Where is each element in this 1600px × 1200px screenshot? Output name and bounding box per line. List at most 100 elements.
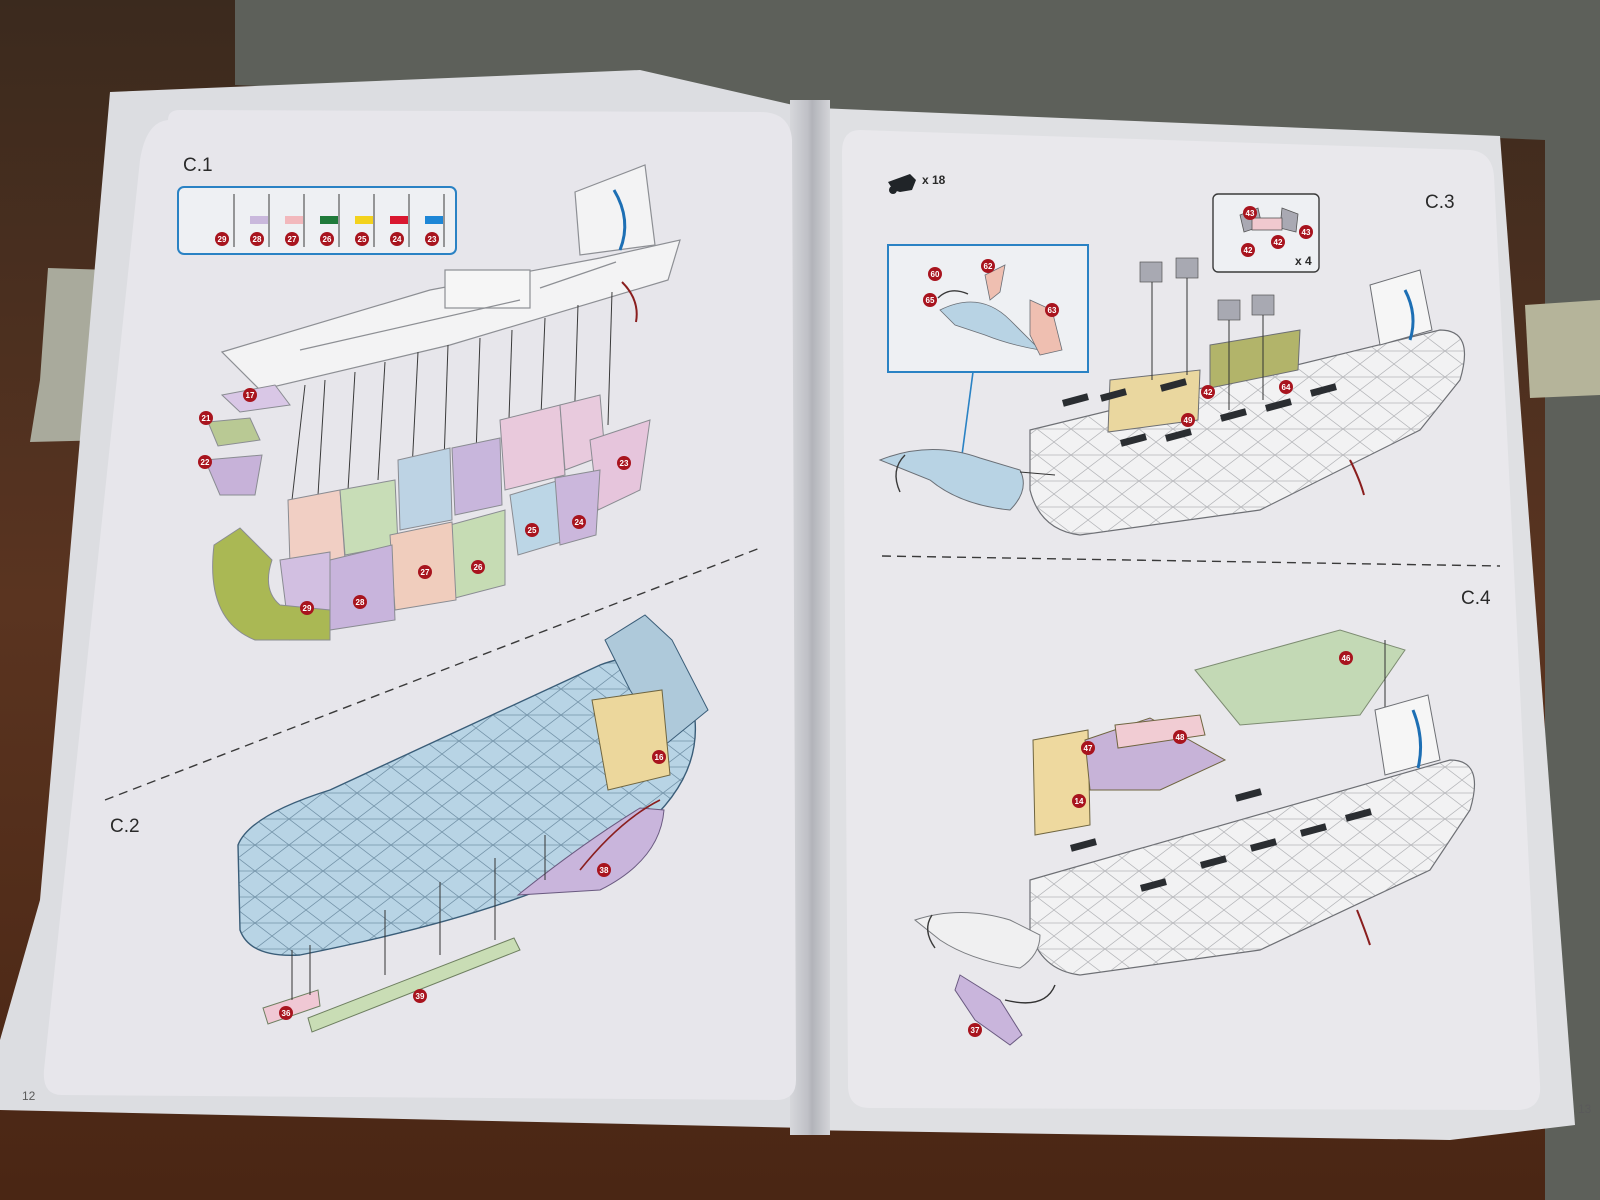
svg-text:27: 27 xyxy=(421,568,430,577)
svg-text:24: 24 xyxy=(575,518,584,527)
c3-hull xyxy=(1029,269,1466,536)
carriage-part-badge: 42 xyxy=(1271,235,1285,249)
c3-guide-lines xyxy=(1151,278,1264,410)
c1-part-badge: 28 xyxy=(353,595,367,609)
left-separator xyxy=(104,547,761,801)
step-label-c3: C.3 xyxy=(1425,192,1455,213)
svg-text:25: 25 xyxy=(358,235,367,244)
svg-text:37: 37 xyxy=(971,1026,980,1035)
page-number-left: 12 xyxy=(22,1089,36,1103)
carriage-part-badge: 43 xyxy=(1243,206,1257,220)
c1-red-wire xyxy=(621,281,638,323)
legend-swatch xyxy=(250,216,268,224)
c4-wire xyxy=(1004,984,1056,1004)
svg-text:38: 38 xyxy=(600,866,609,875)
c1-deck xyxy=(220,164,681,391)
c1-blue-cord xyxy=(612,189,627,251)
svg-text:64: 64 xyxy=(1282,383,1291,392)
svg-text:62: 62 xyxy=(984,262,993,271)
c1-part-badge: 21 xyxy=(199,411,213,425)
c1-part-badge: 17 xyxy=(243,388,257,402)
svg-text:60: 60 xyxy=(931,270,940,279)
c4-part-badge: 47 xyxy=(1081,741,1095,755)
legend-part-badge: 27 xyxy=(285,232,299,246)
figurehead-part-badge: 65 xyxy=(923,293,937,307)
svg-text:42: 42 xyxy=(1244,246,1253,255)
legend-part-badge: 28 xyxy=(250,232,264,246)
step-label-c2: C.2 xyxy=(110,816,140,837)
color-legend-box xyxy=(177,186,457,255)
c4-part-badge: 37 xyxy=(968,1023,982,1037)
carriage-part-badge: 43 xyxy=(1299,225,1313,239)
cannon-icon xyxy=(888,174,916,194)
legend-swatch xyxy=(390,216,408,224)
svg-text:43: 43 xyxy=(1302,228,1311,237)
carriage-inset-multiplier: x 4 xyxy=(1295,254,1312,268)
c2-part-badge: 16 xyxy=(652,750,666,764)
c2-part-badge: 36 xyxy=(279,1006,293,1020)
c1-part-badge: 27 xyxy=(418,565,432,579)
svg-text:43: 43 xyxy=(1246,209,1255,218)
figurehead-part-badge: 63 xyxy=(1045,303,1059,317)
svg-text:28: 28 xyxy=(356,598,365,607)
svg-text:28: 28 xyxy=(253,235,262,244)
svg-text:16: 16 xyxy=(655,753,664,762)
legend-swatch xyxy=(355,216,373,224)
c1-part-badge: 22 xyxy=(198,455,212,469)
svg-text:42: 42 xyxy=(1204,388,1213,397)
c4-cannons xyxy=(1070,788,1372,892)
svg-text:17: 17 xyxy=(246,391,255,400)
c3-cannons xyxy=(1062,378,1337,447)
svg-text:23: 23 xyxy=(428,235,437,244)
svg-text:65: 65 xyxy=(926,296,935,305)
cannon-count: x 18 xyxy=(922,173,946,187)
c1-part-badge: 29 xyxy=(300,601,314,615)
c4-stern-castle xyxy=(1032,714,1227,836)
svg-text:39: 39 xyxy=(416,992,425,1001)
svg-text:48: 48 xyxy=(1176,733,1185,742)
c3-red-wire xyxy=(1349,459,1365,496)
c2-keel-parts xyxy=(262,937,521,1033)
svg-text:22: 22 xyxy=(201,458,210,467)
svg-text:21: 21 xyxy=(202,414,211,423)
svg-text:42: 42 xyxy=(1274,238,1283,247)
legend-part-badge: 25 xyxy=(355,232,369,246)
c3-figurehead xyxy=(878,448,1056,511)
c4-figurehead xyxy=(913,912,1041,969)
svg-text:14: 14 xyxy=(1075,797,1084,806)
svg-text:47: 47 xyxy=(1084,744,1093,753)
c4-deck-panel xyxy=(1194,629,1406,726)
legend-swatch xyxy=(320,216,338,224)
svg-text:24: 24 xyxy=(393,235,402,244)
figurehead-part-badge: 62 xyxy=(981,259,995,273)
svg-text:49: 49 xyxy=(1184,416,1193,425)
page-number-right: 13 xyxy=(1578,1102,1592,1116)
legend-swatch xyxy=(425,216,443,224)
c4-red-wire xyxy=(1356,909,1371,946)
legend-part-badge: 24 xyxy=(390,232,404,246)
svg-text:26: 26 xyxy=(474,563,483,572)
c1-part-badge: 23 xyxy=(617,456,631,470)
c2-guide-lines xyxy=(291,835,546,1000)
c3-part-badge: 64 xyxy=(1279,380,1293,394)
right-separator xyxy=(881,555,1501,567)
svg-text:36: 36 xyxy=(282,1009,291,1018)
c2-part-badge: 39 xyxy=(413,989,427,1003)
step-label-c1: C.1 xyxy=(183,155,213,176)
legend-part-badge: 23 xyxy=(425,232,439,246)
c4-part-badge: 48 xyxy=(1173,730,1187,744)
svg-text:23: 23 xyxy=(620,459,629,468)
c3-part-badge: 42 xyxy=(1201,385,1215,399)
svg-text:26: 26 xyxy=(323,235,332,244)
c1-part-badge: 24 xyxy=(572,515,586,529)
figurehead-part-badge: 60 xyxy=(928,267,942,281)
metal-bracket-right xyxy=(1525,300,1600,398)
svg-text:63: 63 xyxy=(1048,306,1057,315)
glass-top xyxy=(235,0,1600,1200)
svg-text:29: 29 xyxy=(303,604,312,613)
c3-blue-cord xyxy=(1403,289,1415,341)
legend-swatch xyxy=(285,216,303,224)
svg-text:46: 46 xyxy=(1342,654,1351,663)
c2-wire xyxy=(579,799,661,871)
